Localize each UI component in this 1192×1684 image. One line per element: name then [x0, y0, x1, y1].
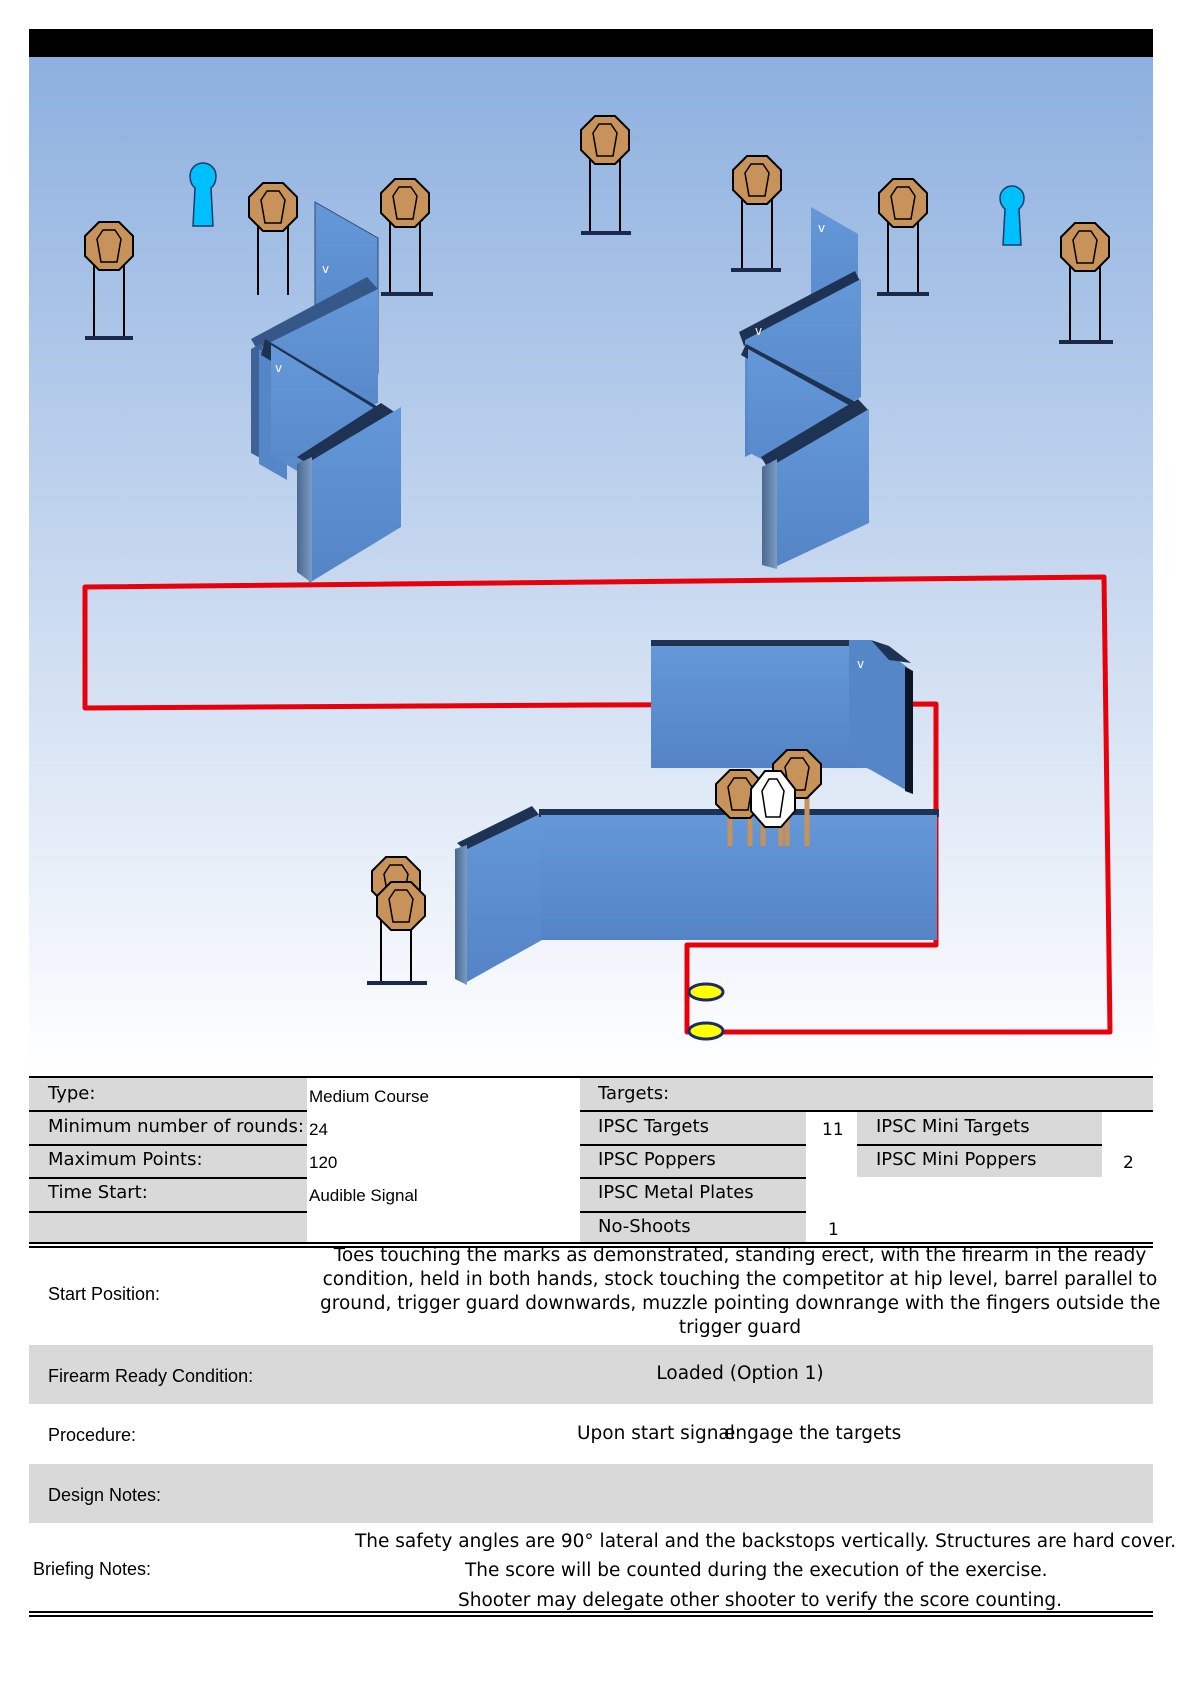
right-wall-group: v v	[739, 207, 869, 569]
briefing-notes-line-2: The score will be counted during the exe…	[465, 1560, 1048, 1581]
min-rounds-value: 24	[309, 1120, 328, 1139]
popper-target	[999, 185, 1025, 246]
header-bar	[29, 29, 1153, 57]
ready-condition-value: Loaded (Option 1)	[656, 1363, 824, 1384]
type-value: Medium Course	[309, 1087, 429, 1106]
briefing-notes-line-1: The safety angles are 90° lateral and th…	[355, 1531, 1177, 1552]
target-stand	[84, 115, 1113, 985]
type-label: Type:	[48, 1083, 96, 1104]
targets-header: Targets:	[598, 1083, 670, 1104]
briefing-notes-line-3: Shooter may delegate other shooter to ve…	[458, 1590, 1063, 1611]
ipsc-targets-value: 11	[822, 1120, 844, 1140]
time-start-value: Audible Signal	[309, 1186, 418, 1205]
ipsc-targets-label: IPSC Targets	[598, 1116, 709, 1137]
procedure-value-b: engage the targets	[724, 1423, 902, 1444]
popper-target	[189, 162, 217, 227]
briefing-notes-label: Briefing Notes:	[33, 1559, 152, 1579]
mini-targets-label: IPSC Mini Targets	[876, 1116, 1030, 1137]
time-start-label: Time Start:	[48, 1182, 148, 1203]
wall-vision-mark: v	[857, 657, 864, 671]
ipsc-metal-plates-label: IPSC Metal Plates	[598, 1182, 754, 1203]
procedure-value-a: Upon start signal	[577, 1423, 735, 1444]
start-position-text: Toes touching the marks as demonstrated,…	[320, 1245, 1161, 1338]
procedure-label: Procedure:	[48, 1425, 137, 1445]
mini-poppers-value: 2	[1123, 1153, 1134, 1173]
fault-line	[82, 574, 1113, 1035]
wall-vision-mark: v	[755, 324, 762, 338]
ipsc-poppers-label: IPSC Poppers	[598, 1149, 716, 1170]
start-mark	[687, 1021, 725, 1041]
min-rounds-label: Minimum number of rounds:	[48, 1116, 304, 1137]
wall-vision-mark: v	[275, 361, 282, 375]
start-position-label: Start Position:	[48, 1284, 161, 1304]
max-points-value: 120	[309, 1153, 338, 1172]
no-shoot-target	[750, 770, 796, 846]
mini-poppers-label: IPSC Mini Poppers	[876, 1149, 1037, 1170]
left-wall-group: v v	[251, 201, 401, 583]
ready-condition-label: Firearm Ready Condition:	[48, 1366, 254, 1386]
no-shoots-label: No-Shoots	[598, 1216, 691, 1237]
center-walls: v	[455, 640, 939, 985]
stage-diagram: v v v v v	[29, 57, 1153, 1074]
max-points-label: Maximum Points:	[48, 1149, 203, 1170]
design-notes-label: Design Notes:	[48, 1485, 162, 1505]
start-mark	[687, 982, 725, 1002]
no-shoots-value: 1	[828, 1220, 839, 1240]
wall-vision-mark: v	[818, 221, 825, 235]
wall-vision-mark: v	[322, 262, 329, 276]
